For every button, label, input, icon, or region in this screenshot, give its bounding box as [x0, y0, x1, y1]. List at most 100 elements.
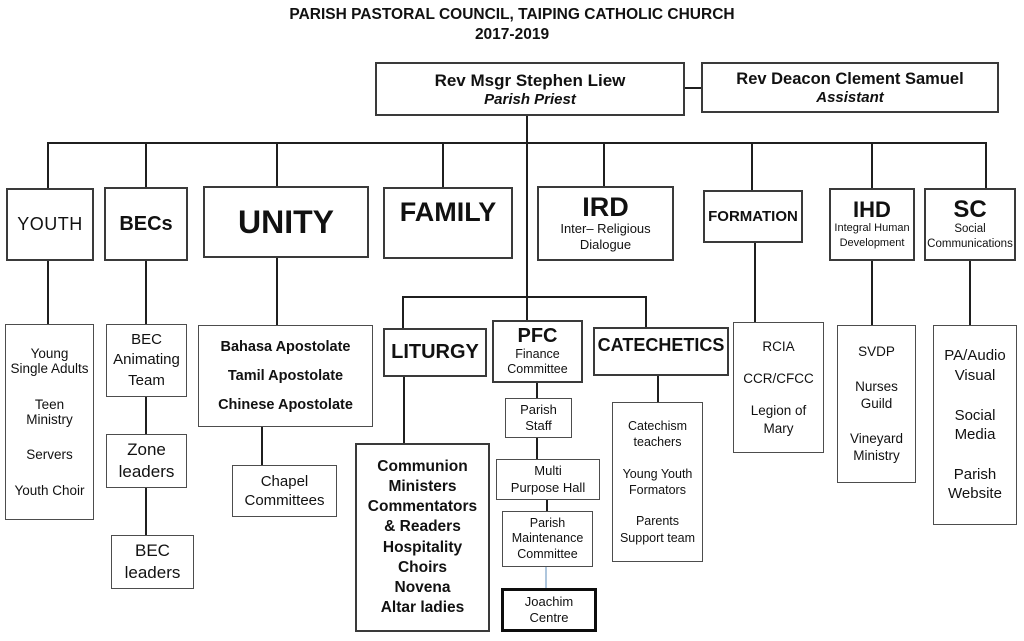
- connector-formation-rcia: [754, 243, 756, 323]
- zone-leaders-label: Zone leaders: [118, 439, 175, 481]
- connector-unity-apostolates: [276, 258, 278, 326]
- formation-groups-list: RCIA CCR/CFCC Legion of Mary: [734, 323, 823, 452]
- connector-becs-animating: [145, 261, 147, 325]
- formation-label: FORMATION: [708, 208, 798, 225]
- list-item: Parents Support team: [619, 514, 696, 545]
- connector-drop-ihd: [871, 142, 873, 189]
- list-item: Youth Choir: [14, 483, 85, 499]
- connector-hall-maintenance: [546, 500, 548, 512]
- node-liturgy: LITURGY: [383, 328, 487, 377]
- node-family: FAMILY: [383, 187, 513, 259]
- connector-youth-sub: [47, 261, 49, 325]
- connector-catechetics-teachers: [657, 376, 659, 403]
- node-zone-leaders: Zone leaders: [106, 434, 187, 488]
- node-joachim-centre: Joachim Centre: [501, 588, 597, 632]
- parish-priest-role: Parish Priest: [484, 90, 576, 108]
- node-bec-leaders: BEC leaders: [111, 535, 194, 589]
- connector-drop-ird: [603, 142, 605, 187]
- youth-ministries-list: Young Single Adults Teen Ministry Server…: [6, 325, 93, 519]
- youth-label: YOUTH: [17, 214, 83, 234]
- node-becs: BECs: [104, 187, 188, 261]
- node-parish-maintenance-committee: Parish Maintenance Committee: [502, 511, 593, 567]
- chapel-committees-label: Chapel Committees: [244, 472, 325, 510]
- connector-drop-unity: [276, 142, 278, 187]
- maintenance-label: Parish Maintenance Committee: [511, 515, 584, 561]
- connector-apostolates-chapel: [261, 427, 263, 466]
- connector-drop-becs: [145, 142, 147, 188]
- connector-liturgy-ministries: [403, 377, 405, 444]
- ihd-subtitle: Integral Human Development: [834, 222, 910, 249]
- list-item: Servers: [26, 447, 73, 463]
- bec-leaders-label: BEC leaders: [124, 540, 181, 582]
- connector-sc-pa: [969, 261, 971, 326]
- connector-drop-liturgy: [402, 296, 404, 329]
- list-item: SVDP: [858, 344, 895, 360]
- node-apostolates: Bahasa Apostolate Tamil Apostolate Chine…: [198, 325, 373, 427]
- liturgy-ministries-list: Communion Ministers Commentators & Reade…: [357, 445, 488, 630]
- connector-priest-deacon: [685, 87, 701, 89]
- ird-subtitle: Inter– Religious Dialogue: [560, 220, 651, 252]
- node-multi-purpose-hall: Multi Purpose Hall: [496, 459, 600, 500]
- list-item: Legion of Mary: [750, 403, 807, 436]
- node-formation: FORMATION: [703, 190, 803, 243]
- node-sc: SC Social Communications: [924, 188, 1016, 261]
- node-liturgy-ministries: Communion Ministers Commentators & Reade…: [355, 443, 490, 632]
- ihd-groups-list: SVDP Nurses Guild Vineyard Ministry: [838, 326, 915, 482]
- list-item: PA/Audio Visual: [944, 347, 1006, 384]
- list-item: Novena: [394, 578, 451, 596]
- connector-staff-hall: [536, 438, 538, 460]
- node-sc-groups: PA/Audio Visual Social Media Parish Webs…: [933, 325, 1017, 525]
- list-item: Vineyard Ministry: [849, 430, 904, 464]
- node-chapel-committees: Chapel Committees: [232, 465, 337, 517]
- connector-mid-row: [402, 296, 647, 298]
- ihd-label: IHD: [853, 197, 891, 223]
- assistant-role: Assistant: [816, 88, 884, 106]
- node-bec-animating-team: BEC Animating Team: [106, 324, 187, 397]
- list-item: Social Media: [954, 406, 996, 444]
- connector-drop-formation: [751, 142, 753, 191]
- ird-label: IRD: [582, 191, 629, 222]
- node-youth-ministries: Young Single Adults Teen Ministry Server…: [5, 324, 94, 520]
- list-item: Tamil Apostolate: [227, 368, 344, 384]
- list-item: Teen Ministry: [26, 396, 73, 427]
- family-label: FAMILY: [399, 197, 497, 227]
- multi-purpose-hall-label: Multi Purpose Hall: [510, 463, 586, 495]
- chart-title: PARISH PASTORAL COUNCIL, TAIPING CATHOLI…: [289, 6, 735, 23]
- pfc-label: PFC: [517, 325, 558, 347]
- node-pfc: PFC Finance Committee: [492, 320, 583, 383]
- connector-drop-family: [442, 142, 444, 188]
- connector-maintenance-joachim: [545, 567, 547, 589]
- connector-zone-becleaders: [145, 488, 147, 536]
- connector-ihd-svdp: [871, 261, 873, 326]
- node-formation-groups: RCIA CCR/CFCC Legion of Mary: [733, 322, 824, 453]
- node-unity: UNITY: [203, 186, 369, 258]
- list-item: Altar ladies: [380, 598, 465, 616]
- list-item: Choirs: [397, 558, 448, 576]
- connector-main-row: [47, 142, 987, 144]
- connector-drop-youth: [47, 142, 49, 189]
- apostolates-list: Bahasa Apostolate Tamil Apostolate Chine…: [199, 326, 372, 426]
- node-parish-staff: Parish Staff: [505, 398, 572, 438]
- parish-priest-name: Rev Msgr Stephen Liew: [434, 70, 626, 90]
- parish-staff-label: Parish Staff: [520, 401, 557, 433]
- list-item: Young Youth Formators: [622, 466, 693, 497]
- connector-drop-pfc: [526, 296, 528, 321]
- node-assistant: Rev Deacon Clement Samuel Assistant: [701, 62, 999, 113]
- becs-label: BECs: [119, 212, 173, 235]
- sc-subtitle: Social Communications: [927, 222, 1013, 250]
- chart-subtitle-years: 2017-2019: [474, 26, 550, 43]
- list-item: RCIA: [762, 338, 795, 354]
- connector-pfc-staff: [536, 383, 538, 399]
- list-item: Parish Website: [948, 465, 1002, 503]
- connector-drop-sc: [985, 142, 987, 189]
- unity-label: UNITY: [238, 203, 334, 240]
- list-item: Catechism teachers: [627, 419, 688, 450]
- node-ihd-groups: SVDP Nurses Guild Vineyard Ministry: [837, 325, 916, 483]
- node-parish-priest: Rev Msgr Stephen Liew Parish Priest: [375, 62, 685, 116]
- list-item: Chinese Apostolate: [218, 397, 353, 413]
- node-catechetics: CATECHETICS: [593, 327, 729, 376]
- list-item: Communion Ministers: [377, 457, 468, 496]
- liturgy-label: LITURGY: [391, 341, 479, 363]
- sc-label: SC: [953, 195, 987, 223]
